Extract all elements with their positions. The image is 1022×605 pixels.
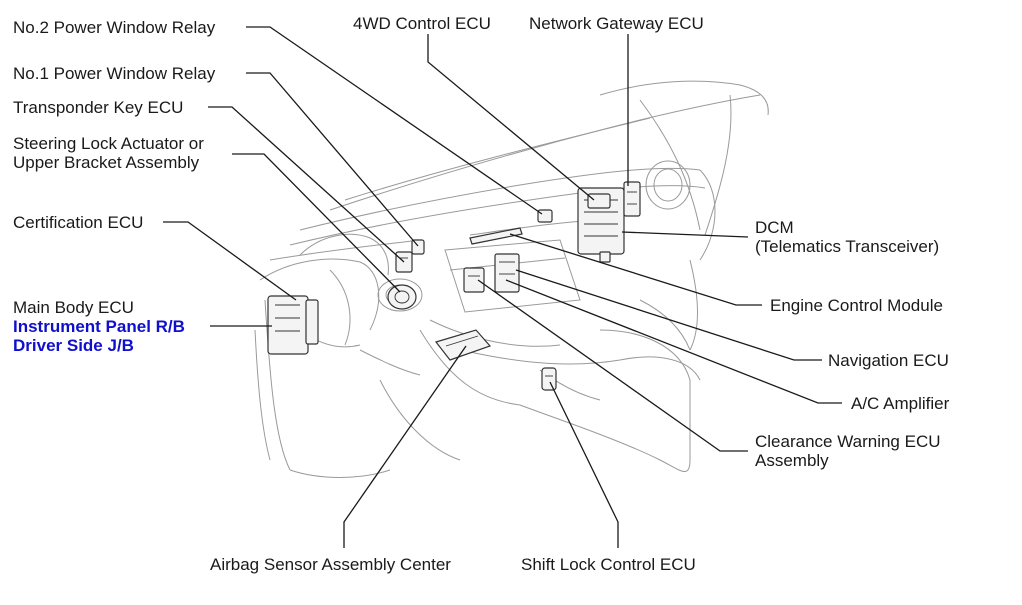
label-dcm: DCM (Telematics Transceiver) (755, 218, 939, 256)
label-4wd-control-ecu: 4WD Control ECU (353, 14, 491, 33)
label-text-line2: Assembly (755, 451, 829, 470)
label-text: No.1 Power Window Relay (13, 64, 216, 83)
label-transponder-key-ecu: Transponder Key ECU (13, 98, 183, 117)
label-clearance-warning-ecu: Clearance Warning ECU Assembly (755, 432, 941, 470)
leader-no2-power-window-relay (246, 26, 543, 215)
leader-4wd-control-ecu (427, 34, 595, 201)
label-text-line1: Clearance Warning ECU (755, 432, 941, 451)
label-no1-power-window-relay: No.1 Power Window Relay (13, 64, 215, 83)
fourwd-control-ecu-shape (587, 193, 611, 209)
label-text: Certification ECU (13, 213, 144, 232)
no1-power-window-relay-shape (411, 239, 425, 255)
leader-clearance-warning-ecu (477, 279, 748, 452)
leader-ac-amplifier (505, 279, 842, 404)
label-airbag-sensor-assembly-center: Airbag Sensor Assembly Center (210, 555, 451, 574)
leader-transponder-key-ecu (208, 106, 405, 263)
label-text: 4WD Control ECU (353, 14, 491, 33)
leader-dcm (621, 231, 749, 238)
leader-no1-power-window-relay (246, 72, 419, 247)
leader-steering-lock (232, 153, 401, 293)
link-instrument-panel-rb[interactable]: Instrument Panel R/B (13, 317, 185, 336)
airbag-sensor-shape (434, 329, 492, 361)
label-shift-lock-control-ecu: Shift Lock Control ECU (521, 555, 696, 574)
ac-amplifier-shape (463, 267, 485, 293)
label-text: Transponder Key ECU (13, 98, 184, 117)
label-text-line2: Upper Bracket Assembly (13, 153, 200, 172)
label-main-body-ecu-group: Main Body ECU Instrument Panel R/B Drive… (13, 298, 185, 355)
leader-engine-control-module (509, 233, 762, 306)
label-text: Shift Lock Control ECU (521, 555, 696, 574)
link-driver-side-jb[interactable]: Driver Side J/B (13, 336, 134, 355)
label-text: Airbag Sensor Assembly Center (210, 555, 451, 574)
leader-airbag-sensor (343, 345, 467, 548)
no2-power-window-relay-shape (537, 209, 553, 223)
label-ac-amplifier: A/C Amplifier (851, 394, 949, 413)
label-network-gateway-ecu: Network Gateway ECU (529, 14, 704, 33)
label-text-line1: Steering Lock Actuator or (13, 134, 204, 153)
label-text: A/C Amplifier (851, 394, 950, 413)
label-no2-power-window-relay: No.2 Power Window Relay (13, 18, 215, 37)
label-text-main-body-ecu: Main Body ECU (13, 298, 134, 317)
label-certification-ecu: Certification ECU (13, 213, 143, 232)
leader-shift-lock-control-ecu (549, 381, 619, 548)
leader-lines (163, 26, 842, 548)
steering-lock-shape (387, 284, 417, 310)
label-engine-control-module: Engine Control Module (770, 296, 943, 315)
main-body-ecu-shape (267, 295, 319, 355)
label-text: No.2 Power Window Relay (13, 18, 216, 37)
label-text-line2: (Telematics Transceiver) (755, 237, 940, 256)
label-text: Engine Control Module (770, 296, 943, 315)
label-text: Network Gateway ECU (529, 14, 704, 33)
leader-certification-ecu (163, 221, 297, 301)
label-text-line1: DCM (755, 218, 794, 237)
label-text: Navigation ECU (828, 351, 949, 370)
label-navigation-ecu: Navigation ECU (828, 351, 949, 370)
shift-lock-control-ecu-shape (541, 367, 557, 391)
navigation-ecu-shape (494, 253, 520, 293)
engine-control-module-shape (469, 227, 523, 245)
label-steering-lock-actuator: Steering Lock Actuator or Upper Bracket … (13, 134, 204, 172)
component-shapes (267, 181, 641, 391)
network-gateway-ecu-shape (623, 181, 641, 217)
leader-navigation-ecu (515, 269, 822, 361)
